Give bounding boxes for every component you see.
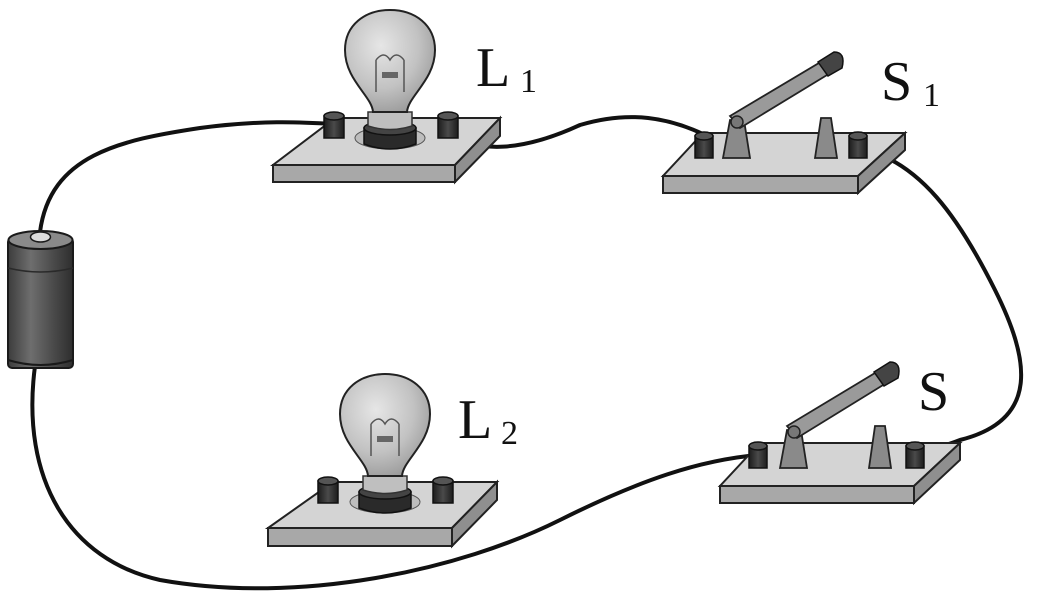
lamp-l1-terminal-left: [323, 111, 345, 139]
switch-s1: [660, 51, 908, 196]
label-s1-subscript: 1: [923, 77, 940, 114]
lamp-l2-terminal-left: [317, 476, 339, 504]
label-s: S: [918, 361, 949, 423]
lamp-l1-terminal-right: [437, 111, 459, 139]
switch-s: [717, 361, 963, 506]
label-s1-letter: S: [881, 51, 912, 113]
switch-s1-lever: [728, 58, 834, 130]
wires: [30, 115, 1024, 591]
lamp-l2: [264, 372, 500, 549]
switch-s-terminal-right: [905, 441, 925, 469]
label-s1: S 1: [881, 51, 940, 114]
wire-battery-to-l1: [38, 120, 336, 234]
switch-s-knob: [872, 361, 900, 387]
label-l1-subscript: 1: [520, 63, 537, 100]
label-s-letter: S: [918, 361, 949, 423]
label-l2: L 2: [458, 389, 518, 452]
switch-s-lever: [785, 368, 890, 440]
switch-s1-knob: [816, 51, 844, 77]
label-l1-letter: L: [476, 37, 510, 99]
lamp-l2-terminal-right: [432, 476, 454, 504]
label-l2-letter: L: [458, 389, 492, 451]
battery: [7, 230, 74, 369]
wire-s-to-battery: [30, 364, 760, 591]
switch-s-terminal-left: [748, 441, 768, 469]
switch-s1-terminal-right: [848, 131, 868, 159]
switch-s1-terminal-left: [694, 131, 714, 159]
label-l1: L 1: [476, 37, 537, 100]
battery-terminal: [29, 231, 52, 243]
battery-body: [7, 237, 74, 369]
lamp-l1: [270, 8, 503, 185]
label-l2-subscript: 2: [501, 415, 518, 452]
